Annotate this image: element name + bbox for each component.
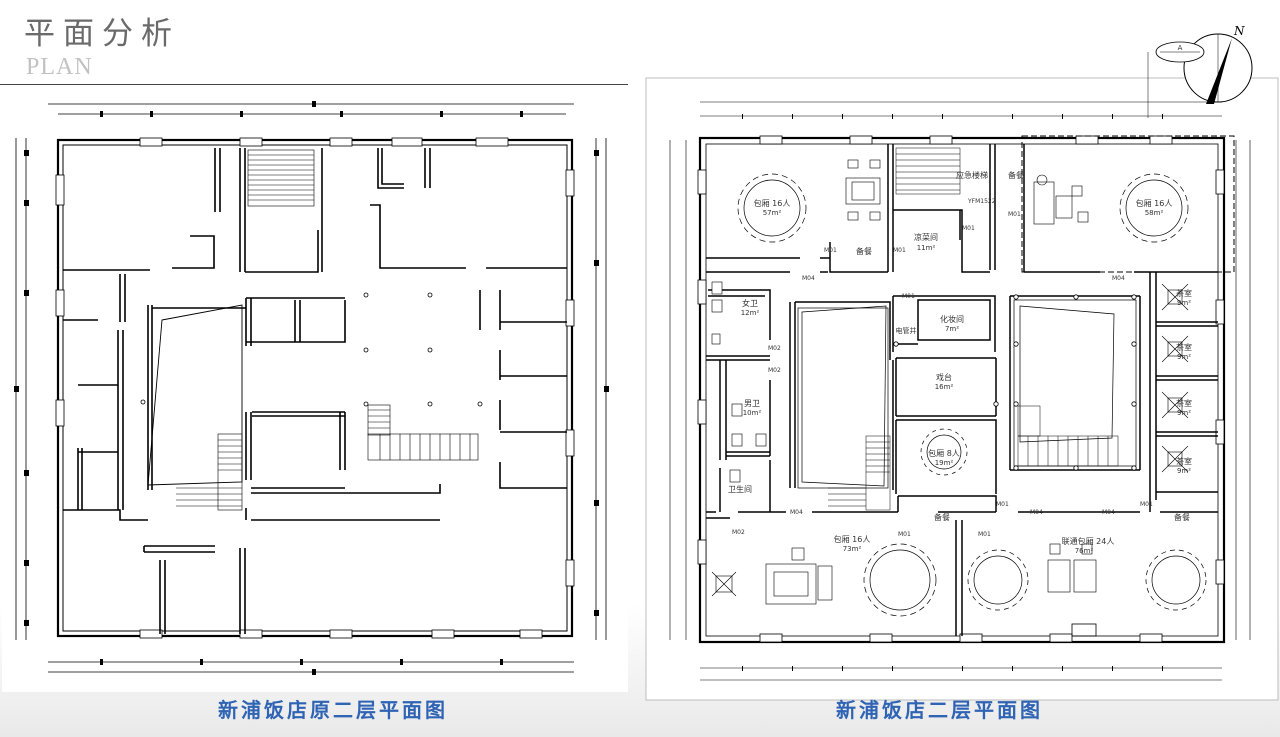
room-name-womens-wc: 女卫: [742, 298, 758, 308]
door-tag-m01: M01: [893, 247, 906, 254]
door-tag-yfm: YFM1522: [967, 198, 996, 205]
room-name-pipe-well: 电管井: [896, 326, 917, 335]
room-name-private-nw: 包厢 16人: [754, 198, 791, 208]
room-name-private-8: 包厢 8人: [928, 448, 960, 458]
door-tag-m02: M02: [768, 345, 781, 352]
door-tag-m01: M01: [962, 225, 975, 232]
room-area-makeup: 7m²: [945, 325, 959, 333]
room-name-prep-mid: 备餐: [856, 246, 872, 256]
door-tag-m01: M01: [898, 531, 911, 538]
door-tag-m02: M02: [768, 367, 781, 374]
door-tag-m01: M01: [902, 293, 915, 300]
room-area-private-nw: 57m²: [763, 209, 782, 217]
door-tag-m01: M01: [1008, 211, 1021, 218]
room-area-stage: 16m²: [935, 383, 954, 391]
room-area-suite-se: 76m²: [1075, 547, 1094, 555]
room-name-suite-se: 联通包厢 24人: [1062, 536, 1115, 546]
room-area-tea-3: 9m²: [1177, 409, 1191, 417]
door-tag-m01: M01: [996, 501, 1009, 508]
room-name-washroom: 卫生间: [728, 484, 752, 494]
room-name-prep-bottom-right: 备餐: [1174, 512, 1190, 522]
room-area-tea-1: 9m²: [1177, 299, 1191, 307]
section-tag: A: [1178, 44, 1183, 52]
room-name-cold-dish: 凉菜间: [914, 232, 938, 242]
room-name-tea-1: 茶室: [1176, 288, 1192, 298]
room-name-mens-wc: 男卫: [744, 399, 760, 408]
door-tag-m04: M04: [802, 275, 815, 282]
room-area-tea-2: 9m²: [1177, 353, 1191, 361]
north-label: N: [1233, 24, 1245, 38]
title-divider: [0, 84, 628, 85]
room-area-private-sw: 73m²: [843, 545, 862, 553]
door-tag-m04: M04: [1030, 509, 1043, 516]
room-name-prep-bottom-mid: 备餐: [934, 512, 950, 522]
room-area-private-8: 19m²: [935, 459, 954, 467]
room-area-cold-dish: 11m²: [917, 244, 936, 252]
caption-new-plan: 新浦饭店二层平面图: [836, 698, 1043, 722]
door-tag-m02: M02: [732, 529, 745, 536]
page-subtitle: PLAN: [26, 54, 93, 80]
door-tag-m01: M01: [978, 531, 991, 538]
room-area-mens-wc: 10m²: [743, 409, 762, 417]
door-tag-m04: M04: [1112, 275, 1125, 282]
room-name-prep-top: 备餐: [1008, 170, 1024, 180]
room-name-tea-4: 茶室: [1176, 456, 1192, 466]
room-area-private-ne: 58m²: [1145, 209, 1164, 217]
room-area-tea-4: 9m²: [1177, 467, 1191, 475]
room-name-tea-2: 茶室: [1176, 342, 1192, 352]
door-tag-m04: M04: [790, 509, 803, 516]
page-title: 平面分析: [24, 16, 180, 52]
room-name-fire-stair: 应急楼梯: [956, 170, 988, 180]
new-floor-plan: N A: [645, 24, 1279, 701]
room-name-private-ne: 包厢 16人: [1136, 198, 1173, 208]
room-name-makeup: 化妆间: [940, 314, 964, 324]
room-name-stage: 戏台: [936, 372, 952, 382]
room-name-tea-3: 茶室: [1176, 398, 1192, 408]
caption-original-plan: 新浦饭店原二层平面图: [218, 698, 448, 722]
room-area-womens-wc: 12m²: [741, 309, 760, 317]
door-tag-m01: M01: [824, 247, 837, 254]
door-tag-m01: M01: [1140, 501, 1153, 508]
room-name-private-sw: 包厢 16人: [834, 534, 871, 544]
door-tag-m04: M04: [1102, 509, 1115, 516]
original-floor-plan: [2, 88, 628, 692]
